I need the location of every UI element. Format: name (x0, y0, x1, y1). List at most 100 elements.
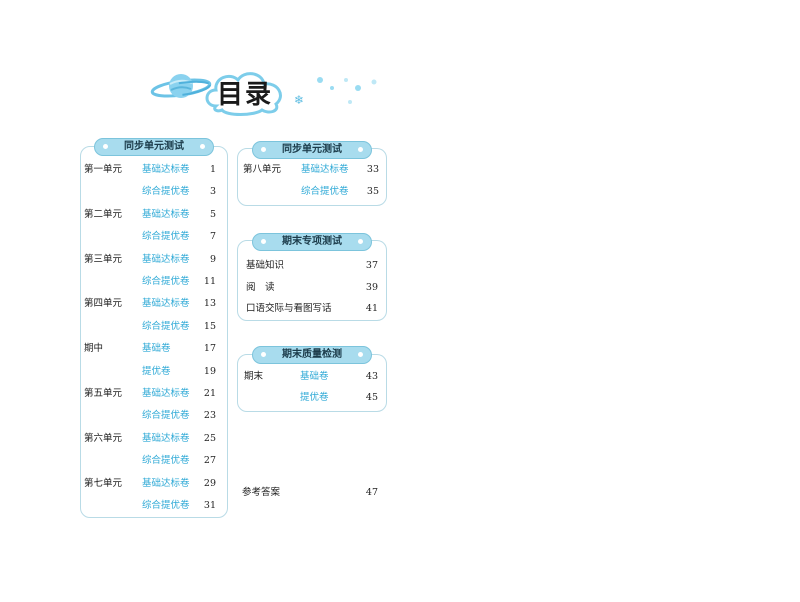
toc-row[interactable]: 综合提优卷 11 (84, 275, 220, 289)
toc-row[interactable]: 综合提优卷 3 (84, 185, 220, 199)
header-dot-icon (358, 147, 363, 152)
planet-icon (150, 74, 212, 98)
toc-page: 23 (203, 410, 216, 422)
toc-row[interactable]: 第六单元 基础达标卷 25 (84, 432, 220, 446)
toc-unit: 第八单元 (243, 164, 282, 175)
svg-text:❄: ❄ (294, 93, 304, 107)
answers-row[interactable]: 参考答案 47 (242, 486, 378, 500)
toc-row[interactable]: 第八单元 基础达标卷 33 (243, 163, 381, 177)
toc-row[interactable]: 提优卷 19 (84, 365, 220, 379)
toc-row[interactable]: 第五单元 基础达标卷 21 (84, 387, 220, 401)
special-header-label: 期末专项测试 (282, 236, 342, 247)
cloud-icon (205, 72, 282, 116)
toc-kind: 综合提优卷 (142, 186, 190, 198)
toc-unit: 第六单元 (84, 432, 123, 444)
header-dot-icon (103, 144, 108, 149)
toc-unit: 第二单元 (84, 208, 123, 220)
final-header-label: 期末质量检测 (282, 349, 342, 360)
toc-page: 39 (365, 281, 378, 293)
right-sync-header-label: 同步单元测试 (282, 144, 342, 155)
toc-row[interactable]: 综合提优卷 7 (84, 230, 220, 244)
toc-kind: 基础达标卷 (142, 253, 190, 265)
toc-row[interactable]: 综合提优卷 35 (243, 185, 381, 199)
header-dot-icon (358, 239, 363, 244)
toc-unit: 第五单元 (84, 388, 123, 399)
answers-page: 47 (365, 487, 378, 498)
toc-page: 37 (365, 260, 378, 271)
toc-row[interactable]: 第三单元 基础达标卷 9 (84, 253, 220, 267)
toc-unit: 期末 (244, 371, 264, 382)
toc-page: 19 (203, 365, 216, 377)
toc-kind: 综合提优卷 (142, 320, 190, 332)
toc-page: 21 (203, 388, 216, 399)
toc-unit: 第四单元 (84, 298, 123, 310)
toc-page: 35 (366, 186, 379, 197)
toc-kind: 基础达标卷 (142, 388, 190, 399)
toc-page: 31 (203, 500, 216, 511)
header-dot-icon (261, 239, 266, 244)
toc-kind: 基础达标卷 (301, 164, 349, 175)
toc-unit: 第三单元 (84, 253, 123, 265)
toc-page: 33 (366, 164, 379, 175)
toc-page: 11 (203, 276, 216, 287)
toc-kind: 基础卷 (142, 343, 171, 355)
toc-label: 基础知识 (246, 260, 285, 271)
toc-row[interactable]: 第二单元 基础达标卷 5 (84, 208, 220, 222)
right-sync-header: 同步单元测试 (252, 141, 372, 159)
toc-page: 9 (209, 253, 216, 265)
stars-icon: ❄ (294, 77, 377, 107)
toc-page: 17 (203, 343, 216, 355)
toc-kind: 综合提优卷 (142, 410, 190, 422)
toc-kind: 基础达标卷 (142, 298, 190, 310)
toc-kind: 基础达标卷 (142, 477, 190, 489)
header-dot-icon (261, 147, 266, 152)
header-dot-icon (358, 352, 363, 357)
toc-kind: 基础达标卷 (142, 208, 190, 220)
toc-row[interactable]: 提优卷 45 (244, 391, 380, 405)
header-dot-icon (200, 144, 205, 149)
toc-kind: 综合提优卷 (142, 276, 190, 287)
toc-unit: 第七单元 (84, 477, 123, 489)
toc-row[interactable]: 综合提优卷 23 (84, 409, 220, 423)
toc-page: 41 (365, 303, 378, 314)
toc-kind: 综合提优卷 (301, 186, 349, 197)
toc-page: 5 (209, 208, 216, 220)
header-dot-icon (261, 352, 266, 357)
toc-kind: 综合提优卷 (142, 455, 190, 467)
toc-page: 25 (203, 432, 216, 444)
toc-page: 3 (209, 186, 216, 198)
toc-page: 27 (203, 455, 216, 467)
final-header: 期末质量检测 (252, 346, 372, 364)
toc-row[interactable]: 第七单元 基础达标卷 29 (84, 477, 220, 491)
toc-row[interactable]: 基础知识 37 (246, 259, 380, 273)
toc-kind: 综合提优卷 (142, 500, 190, 511)
toc-row[interactable]: 期中 基础卷 17 (84, 342, 220, 356)
left-sync-panel (80, 146, 228, 518)
toc-kind: 基础达标卷 (142, 432, 190, 444)
toc-page: 13 (203, 298, 216, 310)
toc-page: 29 (203, 477, 216, 489)
toc-kind: 提优卷 (300, 392, 329, 403)
left-sync-header: 同步单元测试 (94, 138, 214, 156)
toc-label: 阅 读 (246, 281, 275, 293)
toc-row[interactable]: 第四单元 基础达标卷 13 (84, 297, 220, 311)
toc-page: 7 (209, 231, 216, 243)
toc-unit: 期中 (84, 343, 104, 355)
toc-kind: 提优卷 (142, 365, 171, 377)
toc-page: 45 (365, 392, 378, 403)
toc-row[interactable]: 综合提优卷 27 (84, 454, 220, 468)
toc-kind: 基础卷 (300, 371, 329, 382)
left-sync-header-label: 同步单元测试 (124, 141, 184, 152)
toc-kind: 综合提优卷 (142, 231, 190, 243)
toc-row[interactable]: 阅 读 39 (246, 281, 380, 295)
toc-row[interactable]: 综合提优卷 31 (84, 499, 220, 513)
special-header: 期末专项测试 (252, 233, 372, 251)
toc-kind: 基础达标卷 (142, 164, 190, 175)
toc-page: 1 (209, 164, 216, 175)
special-panel (237, 240, 387, 321)
page-title: 目录 (216, 80, 273, 110)
